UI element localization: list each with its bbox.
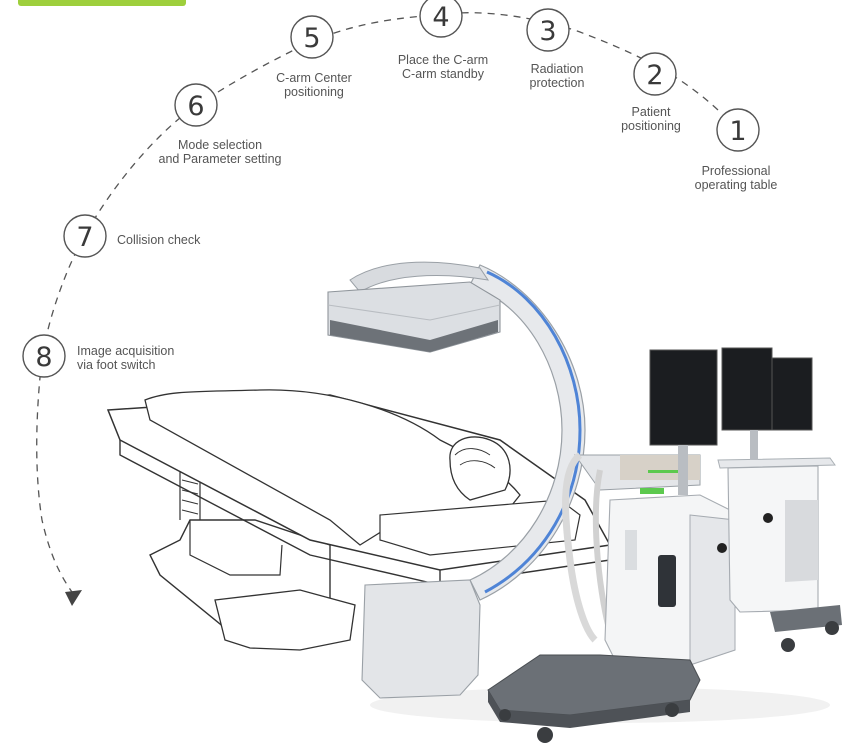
step-label: Collision check bbox=[117, 233, 201, 247]
step-number: 8 bbox=[35, 342, 52, 373]
step-label: positioning bbox=[621, 119, 681, 133]
step-number: 4 bbox=[432, 2, 449, 33]
step-label: C-arm Center bbox=[276, 71, 352, 85]
step-number: 7 bbox=[76, 222, 93, 253]
step-circle bbox=[22, 334, 66, 378]
step-label: Place the C-arm bbox=[398, 53, 488, 67]
c-arm-system-illustration bbox=[106, 261, 842, 743]
accent-bar bbox=[18, 0, 186, 6]
step-number: 6 bbox=[187, 91, 204, 122]
step-label: Radiation bbox=[531, 62, 584, 76]
step-circle bbox=[63, 214, 107, 258]
step-circle bbox=[290, 15, 334, 59]
step-label: protection bbox=[530, 76, 585, 90]
step-label: Professional bbox=[702, 164, 771, 178]
step-circle bbox=[526, 8, 570, 52]
step-circle bbox=[633, 52, 677, 96]
step-circle bbox=[419, 0, 463, 38]
step-number: 5 bbox=[303, 23, 320, 54]
step-number: 3 bbox=[539, 16, 556, 47]
step-7: 7 Collision check bbox=[63, 214, 201, 258]
step-label: and Parameter setting bbox=[159, 152, 282, 166]
step-number: 2 bbox=[646, 60, 663, 91]
arrow-head-icon bbox=[65, 590, 82, 606]
step-label: operating table bbox=[695, 178, 778, 192]
step-label: Patient bbox=[632, 105, 671, 119]
step-label: via foot switch bbox=[77, 358, 156, 372]
step-circle bbox=[716, 108, 760, 152]
step-label: Image acquisition bbox=[77, 344, 174, 358]
step-label: Mode selection bbox=[178, 138, 262, 152]
step-number: 1 bbox=[729, 116, 746, 147]
step-circle bbox=[174, 83, 218, 127]
step-label: C-arm standby bbox=[402, 67, 485, 81]
step-label: positioning bbox=[284, 85, 344, 99]
